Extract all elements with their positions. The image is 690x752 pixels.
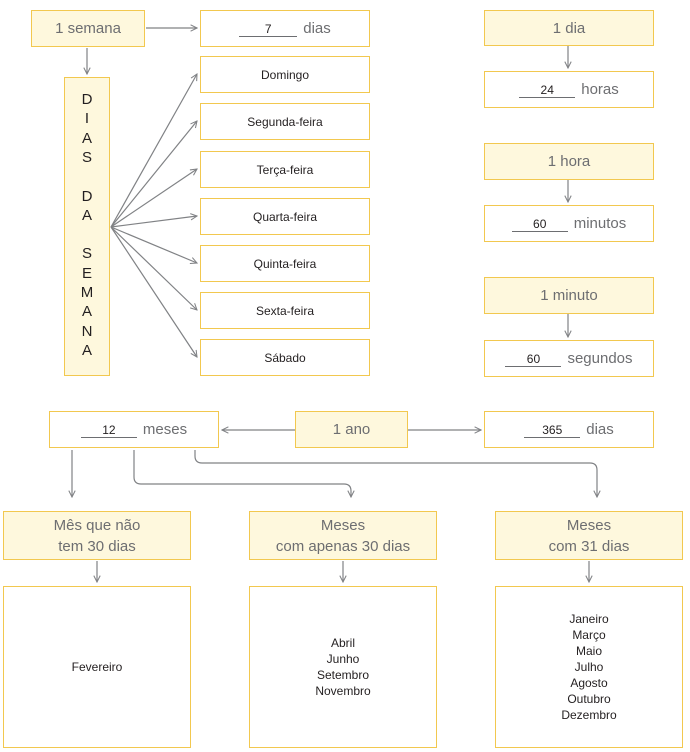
- month-item: Abril: [330, 636, 355, 650]
- group-only30-title-line2: com apenas 30 dias: [275, 537, 411, 555]
- year-months-answer: 12 meses: [80, 421, 188, 438]
- arrow-to-terca: [110, 169, 197, 228]
- arrow-months-to-only30: [133, 450, 351, 497]
- weekdays-title-letter: D: [81, 187, 93, 205]
- month-item: Fevereiro: [71, 660, 123, 674]
- arrow-to-domingo: [110, 74, 197, 228]
- weekday-label: Domingo: [260, 67, 310, 82]
- group-31-list: Janeiro Março Maio Julho Agosto Outubro …: [561, 611, 616, 723]
- arrow-to-segunda: [110, 121, 197, 228]
- weekdays-title-letter: S: [81, 245, 92, 263]
- weekday-box-sabado: Sábado: [200, 339, 370, 376]
- weekday-label: Quarta-feira: [252, 209, 318, 224]
- month-item: Julho: [574, 660, 604, 674]
- group-31-title-box: Meses com 31 dias: [495, 511, 683, 560]
- arrow-months-to-31: [194, 450, 597, 497]
- weekday-box-segunda: Segunda-feira: [200, 103, 370, 140]
- hour-label: 1 hora: [547, 153, 591, 170]
- day-hours-answer: 24 horas: [519, 81, 619, 98]
- minute-seconds-unit: segundos: [567, 350, 633, 367]
- weekdays-title-letter: A: [81, 341, 92, 359]
- year-months-unit: meses: [142, 421, 188, 438]
- arrow-to-quinta: [110, 226, 197, 263]
- group-only30-list-box: Abril Junho Setembro Novembro: [249, 586, 437, 748]
- month-item: Janeiro: [569, 612, 609, 626]
- minute-seconds-blank[interactable]: 60: [505, 352, 562, 367]
- hour-box: 1 hora: [484, 143, 654, 180]
- month-item: Agosto: [570, 676, 608, 690]
- group-not30-title-line2: tem 30 dias: [58, 537, 136, 555]
- group-only30-title-line1: Meses: [320, 516, 366, 534]
- month-item: Maio: [575, 644, 602, 658]
- month-item: Outubro: [567, 692, 611, 706]
- weekday-box-sexta: Sexta-feira: [200, 292, 370, 329]
- weekday-label: Terça-feira: [256, 162, 314, 177]
- day-hours-answer-box: 24 horas: [484, 71, 654, 108]
- arrow-to-sexta: [110, 226, 197, 310]
- group-not30-list-box: Fevereiro: [3, 586, 191, 748]
- minute-box: 1 minuto: [484, 277, 654, 314]
- weekday-label: Segunda-feira: [247, 114, 323, 129]
- group-not30-title-box: Mês que não tem 30 dias: [3, 511, 191, 560]
- minute-seconds-answer-box: 60 segundos: [484, 340, 654, 377]
- hour-minutes-blank[interactable]: 60: [511, 217, 568, 232]
- weekday-box-terca: Terça-feira: [200, 151, 370, 188]
- day-label: 1 dia: [552, 19, 586, 37]
- weekdays-title-letter: N: [81, 322, 93, 340]
- group-31-title-line1: Meses: [566, 516, 612, 534]
- year-months-answer-box: 12 meses: [49, 411, 219, 448]
- month-item: Março: [572, 628, 606, 642]
- week-label: 1 semana: [55, 20, 121, 37]
- day-hours-blank[interactable]: 24: [519, 83, 576, 98]
- weekday-label: Sábado: [264, 350, 306, 365]
- group-only30-list: Abril Junho Setembro Novembro: [315, 635, 370, 699]
- hour-minutes-answer: 60 minutos: [511, 215, 627, 232]
- week-days-answer: 7 dias: [239, 20, 331, 37]
- day-hours-unit: horas: [581, 81, 619, 98]
- group-not30-list: Fevereiro: [72, 659, 123, 675]
- group-31-title-line2: com 31 dias: [548, 537, 630, 555]
- weekdays-title-letter: A: [81, 206, 92, 224]
- year-label: 1 ano: [332, 421, 371, 438]
- hour-minutes-unit: minutos: [573, 215, 627, 232]
- weekdays-title-letter: M: [80, 284, 94, 301]
- month-item: Novembro: [315, 684, 371, 698]
- weekday-box-domingo: Domingo: [200, 56, 370, 93]
- group-31-list-box: Janeiro Março Maio Julho Agosto Outubro …: [495, 586, 683, 748]
- week-days-unit: dias: [303, 20, 331, 37]
- arrow-to-sabado: [110, 226, 197, 357]
- year-box: 1 ano: [295, 411, 408, 448]
- year-months-blank[interactable]: 12: [80, 423, 137, 438]
- year-days-blank[interactable]: 365: [524, 423, 581, 438]
- year-days-unit: dias: [586, 421, 614, 438]
- day-box: 1 dia: [484, 10, 654, 46]
- week-days-answer-box: 7 dias: [200, 10, 370, 47]
- weekdays-title-letter: D: [81, 91, 93, 108]
- weekday-label: Sexta-feira: [255, 303, 315, 318]
- month-item: Dezembro: [561, 708, 617, 722]
- weekday-box-quarta: Quarta-feira: [200, 198, 370, 235]
- weekdays-title-letter: S: [81, 148, 92, 166]
- weekdays-title-letter: I: [84, 110, 90, 128]
- hour-minutes-answer-box: 60 minutos: [484, 205, 654, 242]
- weekday-label: Quinta-feira: [253, 256, 317, 271]
- month-item: Junho: [326, 652, 360, 666]
- year-days-answer-box: 365 dias: [484, 411, 654, 448]
- week-box: 1 semana: [31, 10, 145, 47]
- year-days-answer: 365 dias: [524, 421, 614, 438]
- weekdays-title-letter: E: [81, 264, 92, 282]
- weekday-box-quinta: Quinta-feira: [200, 245, 370, 282]
- weekdays-title-letter: A: [81, 303, 92, 321]
- minute-seconds-answer: 60 segundos: [505, 350, 633, 367]
- group-only30-title-box: Meses com apenas 30 dias: [249, 511, 437, 560]
- weekdays-title-letter: A: [81, 129, 92, 147]
- month-item: Setembro: [316, 668, 369, 682]
- week-days-blank[interactable]: 7: [239, 22, 298, 37]
- arrow-to-quarta: [110, 216, 197, 228]
- minute-label: 1 minuto: [540, 287, 598, 304]
- group-not30-title-line1: Mês que não: [53, 516, 141, 534]
